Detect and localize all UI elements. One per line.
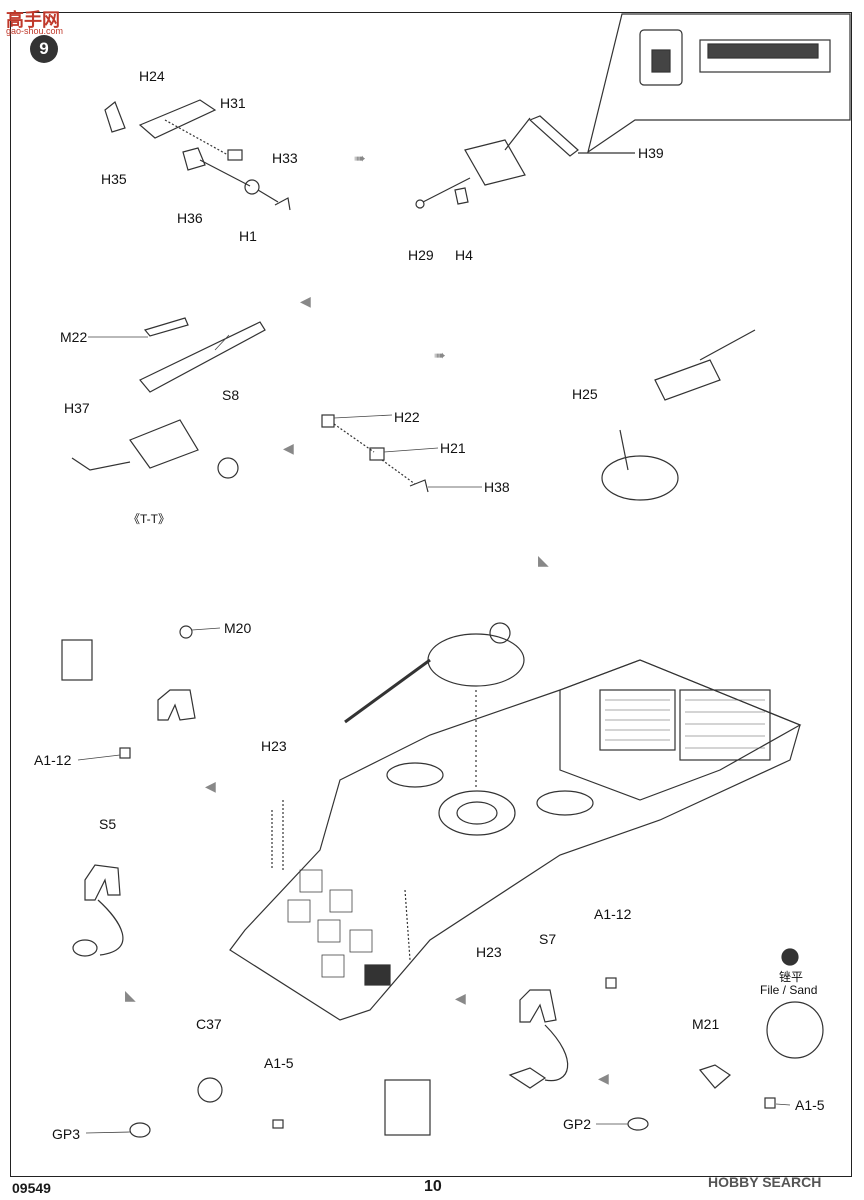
label-h29: H29 bbox=[408, 247, 434, 263]
part-gun-mount bbox=[464, 139, 526, 186]
part-gp2 bbox=[627, 1117, 649, 1131]
label-gp2: GP2 bbox=[563, 1116, 592, 1132]
part-engine-grille-2 bbox=[679, 689, 771, 761]
part-lamp-right bbox=[508, 1067, 547, 1089]
part-dark-hatch bbox=[364, 964, 391, 986]
label-h37: H37 bbox=[64, 400, 90, 416]
label-h21: H21 bbox=[440, 440, 466, 456]
flow-arrow-left-6: ◀ bbox=[598, 1070, 609, 1086]
label-h31: H31 bbox=[220, 95, 246, 111]
flow-arrow-left-1: ◀ bbox=[300, 293, 311, 309]
flow-arrow-left-4: ◣ bbox=[125, 987, 136, 1003]
flow-arrow-left-2: ◀ bbox=[283, 440, 294, 456]
label-h35: H35 bbox=[101, 171, 127, 187]
part-turret-socket bbox=[438, 790, 516, 836]
ref-headlight-detail bbox=[384, 1079, 431, 1136]
part-engine-grille-1 bbox=[599, 689, 676, 751]
label-h36: H36 bbox=[177, 210, 203, 226]
detail-callout-box bbox=[587, 13, 851, 154]
watermark-url: gao-shou.com bbox=[6, 26, 64, 36]
detail-rail-part bbox=[699, 39, 831, 73]
part-gp3 bbox=[129, 1122, 151, 1138]
part-ring-mount bbox=[217, 457, 239, 479]
label-h4: H4 bbox=[455, 247, 473, 263]
part-h31 bbox=[227, 149, 243, 161]
kit-number: 09549 bbox=[12, 1180, 51, 1196]
part-a1-5-right bbox=[764, 1097, 776, 1109]
part-a1-12-right bbox=[605, 977, 617, 989]
label-h33: H33 bbox=[272, 150, 298, 166]
part-bracket bbox=[157, 689, 196, 721]
label-s8: S8 bbox=[222, 387, 240, 403]
part-lamp-left bbox=[72, 939, 98, 957]
ref-lamp-detail bbox=[61, 639, 93, 681]
label-m20: M20 bbox=[224, 620, 252, 636]
label-a1-5-right: A1-5 bbox=[795, 1097, 825, 1113]
file-icon bbox=[781, 948, 799, 966]
label-s7: S7 bbox=[539, 931, 557, 947]
part-s7 bbox=[519, 989, 557, 1023]
part-turret-ring bbox=[601, 455, 679, 501]
flow-arrow-down: ◣ bbox=[538, 552, 549, 568]
label-h23-top: H23 bbox=[261, 738, 287, 754]
label-gp3: GP3 bbox=[52, 1126, 81, 1142]
part-main-gun bbox=[344, 658, 431, 724]
label-h23-bottom: H23 bbox=[476, 944, 502, 960]
step-number-badge: 9 bbox=[30, 35, 58, 63]
label-a1-12-right: A1-12 bbox=[594, 906, 632, 922]
part-a1-5-left bbox=[272, 1119, 284, 1129]
label-h24: H24 bbox=[139, 68, 165, 84]
label-h39: H39 bbox=[638, 145, 664, 161]
watermark-logo: 高手网 bbox=[6, 10, 60, 30]
part-h33 bbox=[274, 197, 291, 211]
source-watermark: HOBBY SEARCH bbox=[708, 1174, 822, 1190]
part-h37 bbox=[71, 457, 131, 471]
flow-arrow-left-3: ◀ bbox=[205, 778, 216, 794]
part-hull bbox=[229, 659, 801, 1021]
page-number: 10 bbox=[424, 1178, 442, 1195]
part-a1-12-left bbox=[119, 747, 131, 759]
detail-file-circle bbox=[766, 1001, 824, 1059]
flow-arrow-right-1: ➠ bbox=[354, 150, 366, 166]
detail-mount-part bbox=[639, 29, 683, 86]
flow-arrow-right-2: ➠ bbox=[434, 347, 446, 363]
part-c37 bbox=[197, 1077, 223, 1103]
part-s8-gun bbox=[139, 321, 266, 393]
label-c37: C37 bbox=[196, 1016, 222, 1032]
label-tt: 《T-T》 bbox=[128, 512, 170, 526]
flow-arrow-left-5: ◀ bbox=[455, 990, 466, 1006]
part-h29 bbox=[415, 199, 425, 209]
part-turret bbox=[427, 633, 525, 687]
label-h38: H38 bbox=[484, 479, 510, 495]
part-h36 bbox=[182, 147, 206, 171]
part-h22 bbox=[321, 414, 335, 428]
part-h35 bbox=[104, 101, 126, 133]
page-border bbox=[10, 12, 852, 1177]
label-s5: S5 bbox=[99, 816, 117, 832]
label-file-cn: 锉平 bbox=[779, 970, 804, 984]
label-h1: H1 bbox=[239, 228, 257, 244]
part-h21 bbox=[369, 447, 385, 461]
part-gun-cradle bbox=[129, 419, 199, 469]
part-m22 bbox=[143, 317, 189, 337]
part-h1 bbox=[244, 179, 260, 195]
part-m21 bbox=[698, 1064, 731, 1089]
part-h4 bbox=[454, 187, 469, 205]
label-m21: M21 bbox=[692, 1016, 720, 1032]
label-a1-12-left: A1-12 bbox=[34, 752, 72, 768]
part-h24 bbox=[138, 99, 217, 139]
label-a1-5-left: A1-5 bbox=[264, 1055, 294, 1071]
part-cupola bbox=[489, 622, 511, 644]
label-m22: M22 bbox=[60, 329, 88, 345]
label-file-en: File / Sand bbox=[760, 983, 818, 997]
part-s5 bbox=[84, 864, 121, 901]
label-h22: H22 bbox=[394, 409, 420, 425]
label-h25: H25 bbox=[572, 386, 598, 402]
part-m20 bbox=[179, 625, 193, 639]
part-h39 bbox=[528, 115, 579, 157]
